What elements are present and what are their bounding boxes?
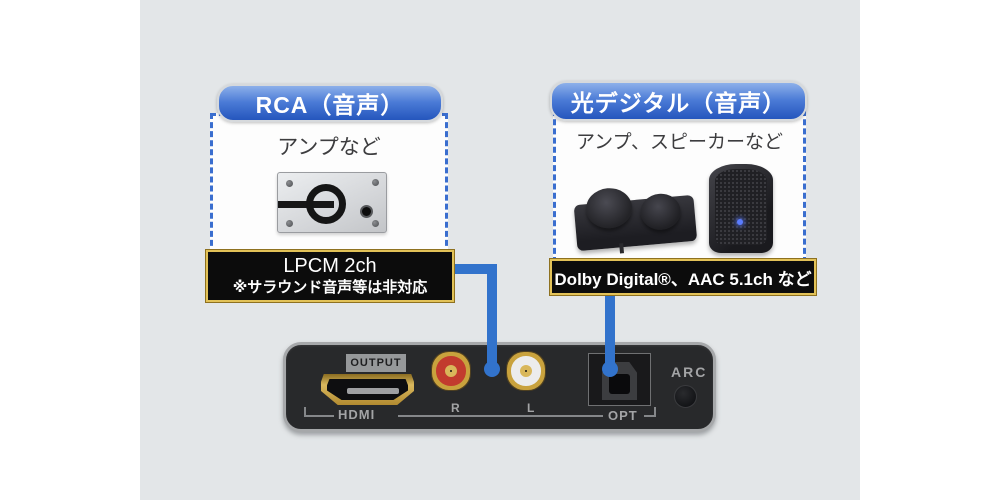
rca-format-line2: ※サラウンド音声等は非対応 — [232, 278, 428, 296]
headphone-jack-icon — [360, 205, 373, 218]
speaker-grille — [715, 169, 767, 245]
rca-connector-line — [452, 264, 497, 274]
rca-panel-title: RCA（音声） — [217, 84, 443, 122]
screw-icon — [372, 220, 379, 227]
hdmi-slot — [347, 388, 399, 394]
volume-ring-icon — [306, 184, 346, 224]
hdmi-port-icon — [321, 374, 414, 405]
group-bracket-tick — [654, 407, 656, 417]
optical-label: OPT — [608, 408, 638, 423]
optical-connector-endpoint — [602, 361, 618, 377]
arc-button-icon — [674, 385, 697, 408]
rca-jack-white-icon — [520, 365, 532, 377]
arc-label: ARC — [671, 364, 708, 380]
amplifier-plate-image — [277, 172, 387, 233]
screw-icon — [372, 179, 379, 186]
amplifier-cable — [619, 243, 625, 254]
amplifier-image — [572, 181, 698, 255]
rca-panel-subtitle: アンプなど — [277, 136, 381, 159]
optical-connector-line — [605, 291, 615, 368]
group-bracket-line — [644, 415, 656, 417]
rca-format-label: LPCM 2ch ※サラウンド音声等は非対応 — [206, 250, 454, 302]
output-label: OUTPUT — [346, 354, 406, 372]
rca-connector-endpoint — [484, 361, 500, 377]
rca-format-line1: LPCM 2ch — [283, 254, 377, 277]
rca-jack-red-icon — [445, 365, 457, 377]
group-bracket-tick — [304, 407, 306, 417]
device-rear-panel: OUTPUT HDMI R L OPT ARC — [283, 342, 716, 432]
hdmi-port-inner — [327, 379, 408, 400]
rca-connector-line — [487, 264, 497, 368]
toslink-hole — [609, 374, 630, 394]
screw-icon — [286, 220, 293, 227]
optical-panel-title: 光デジタル（音声） — [550, 81, 807, 121]
left-jack-label: L — [527, 401, 536, 415]
group-bracket-line — [398, 415, 603, 417]
optical-format-text: Dolby Digital®、AAC 5.1ch など — [554, 269, 812, 289]
speaker-image — [709, 164, 773, 253]
speaker-led-icon — [737, 219, 743, 225]
hdmi-label: HDMI — [338, 407, 376, 422]
screw-icon — [286, 180, 293, 187]
right-jack-label: R — [451, 401, 461, 415]
optical-format-label: Dolby Digital®、AAC 5.1ch など — [550, 259, 816, 295]
group-bracket-line — [304, 415, 334, 417]
optical-panel-subtitle: アンプ、スピーカーなど — [575, 132, 784, 153]
optical-port-icon — [588, 353, 651, 406]
